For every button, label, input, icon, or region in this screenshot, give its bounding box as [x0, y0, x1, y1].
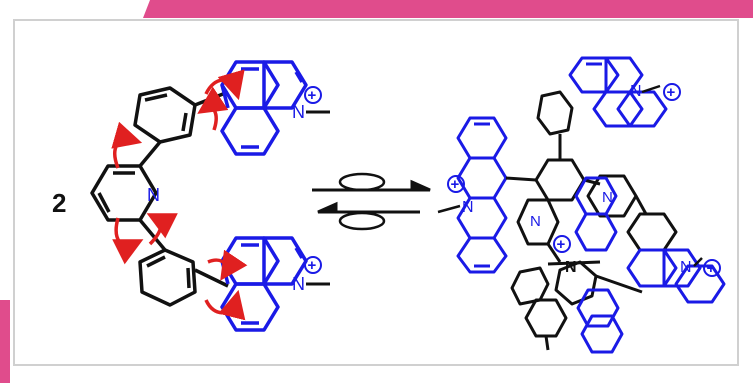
dimer-charge-sign-left: +	[451, 176, 460, 193]
ring-symbol-upper	[338, 172, 386, 192]
dimer-methyl-bottom	[693, 257, 703, 267]
dimer-charge-sign-mid: +	[557, 236, 566, 253]
acridinium-n-lower: N	[292, 274, 305, 294]
dimer-phenyl-bottom	[524, 298, 568, 351]
dimer-n-left: N	[462, 199, 474, 216]
dimer-amine-n: N	[565, 259, 577, 276]
dimer-charge-sign-bottom: +	[707, 260, 716, 277]
dimer-charge-circle-bottom	[703, 259, 721, 277]
rotation-arrows	[111, 69, 248, 321]
dimer-methyl-top	[641, 84, 661, 94]
charge-sign-lower: +	[308, 257, 317, 274]
charge-circle-upper	[304, 86, 322, 104]
charge-sign-upper: +	[308, 87, 317, 104]
dimer-n-top: N	[630, 83, 642, 100]
dimer-acridinium-left	[456, 116, 508, 274]
ring-symbol-lower	[338, 211, 386, 231]
panel-border	[13, 19, 739, 366]
phenyl-ring-lower	[138, 218, 229, 307]
frame-accent	[143, 0, 753, 18]
acridinium-n-upper: N	[292, 102, 305, 122]
pyridine-nitrogen: N	[147, 185, 160, 205]
dimer-charge-circle-left	[447, 175, 465, 193]
dimer-charge-sign-top: +	[667, 84, 676, 101]
equilibrium-arrows	[312, 179, 431, 214]
dimer-pyridine-n-2: N	[530, 213, 541, 230]
dimer-pyridine-n-1: N	[602, 189, 613, 206]
dimer-acridinium-bottom	[574, 176, 726, 354]
frame-corner	[0, 300, 10, 383]
dimer-n-bottom: N	[680, 259, 692, 276]
stoich-coefficient: 2	[52, 188, 66, 218]
dimer-methyl-left	[437, 204, 461, 214]
dimer-acridinium-top	[568, 56, 668, 128]
dimer-charge-circle-mid	[553, 235, 571, 253]
dimer-charge-circle-top	[663, 83, 681, 101]
dimer-backbone	[505, 90, 678, 306]
charge-circle-lower	[304, 256, 322, 274]
